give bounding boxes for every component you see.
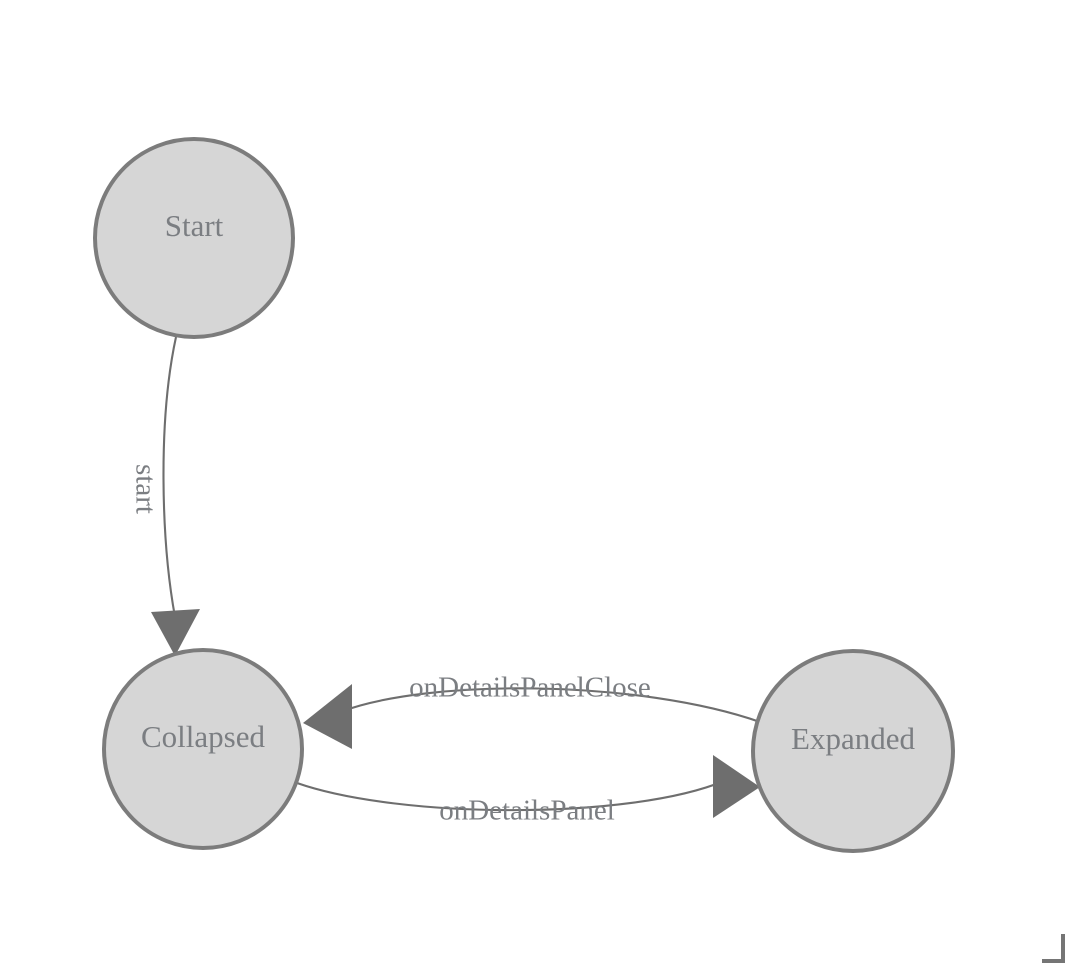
state-node-expanded[interactable]: Expanded bbox=[751, 649, 955, 853]
state-node-start[interactable]: Start bbox=[93, 137, 295, 339]
edge-label-on-details-panel: onDetailsPanel bbox=[439, 795, 615, 827]
edge-expanded-to-collapsed[interactable]: onDetailsPanelClose bbox=[303, 672, 761, 749]
corner-frame-mark-vertical bbox=[1061, 934, 1065, 963]
state-node-collapsed[interactable]: Collapsed bbox=[102, 648, 304, 850]
edge-path-expanded-collapsed bbox=[339, 687, 761, 723]
corner-frame-mark-horizontal bbox=[1042, 959, 1065, 963]
state-node-expanded-label: Expanded bbox=[791, 721, 915, 756]
state-node-start-circle bbox=[93, 137, 295, 339]
state-node-expanded-circle bbox=[751, 649, 955, 853]
edge-start-to-collapsed[interactable]: start bbox=[129, 336, 200, 656]
state-node-collapsed-label: Collapsed bbox=[141, 719, 265, 754]
arrowhead-into-collapsed-right bbox=[303, 684, 352, 749]
arrowhead-into-expanded bbox=[713, 755, 760, 818]
state-node-collapsed-circle bbox=[102, 648, 304, 850]
edge-path-start-collapsed bbox=[162, 336, 178, 618]
edge-path-collapsed-expanded bbox=[296, 780, 725, 812]
arrowhead-into-collapsed-top bbox=[151, 609, 200, 656]
edge-label-on-details-panel-close: onDetailsPanelClose bbox=[409, 672, 651, 704]
edge-collapsed-to-expanded[interactable]: onDetailsPanel bbox=[296, 755, 760, 827]
edge-label-start: start bbox=[129, 464, 161, 514]
state-node-start-label: Start bbox=[165, 208, 224, 243]
corner-frame-mark bbox=[1042, 934, 1065, 963]
